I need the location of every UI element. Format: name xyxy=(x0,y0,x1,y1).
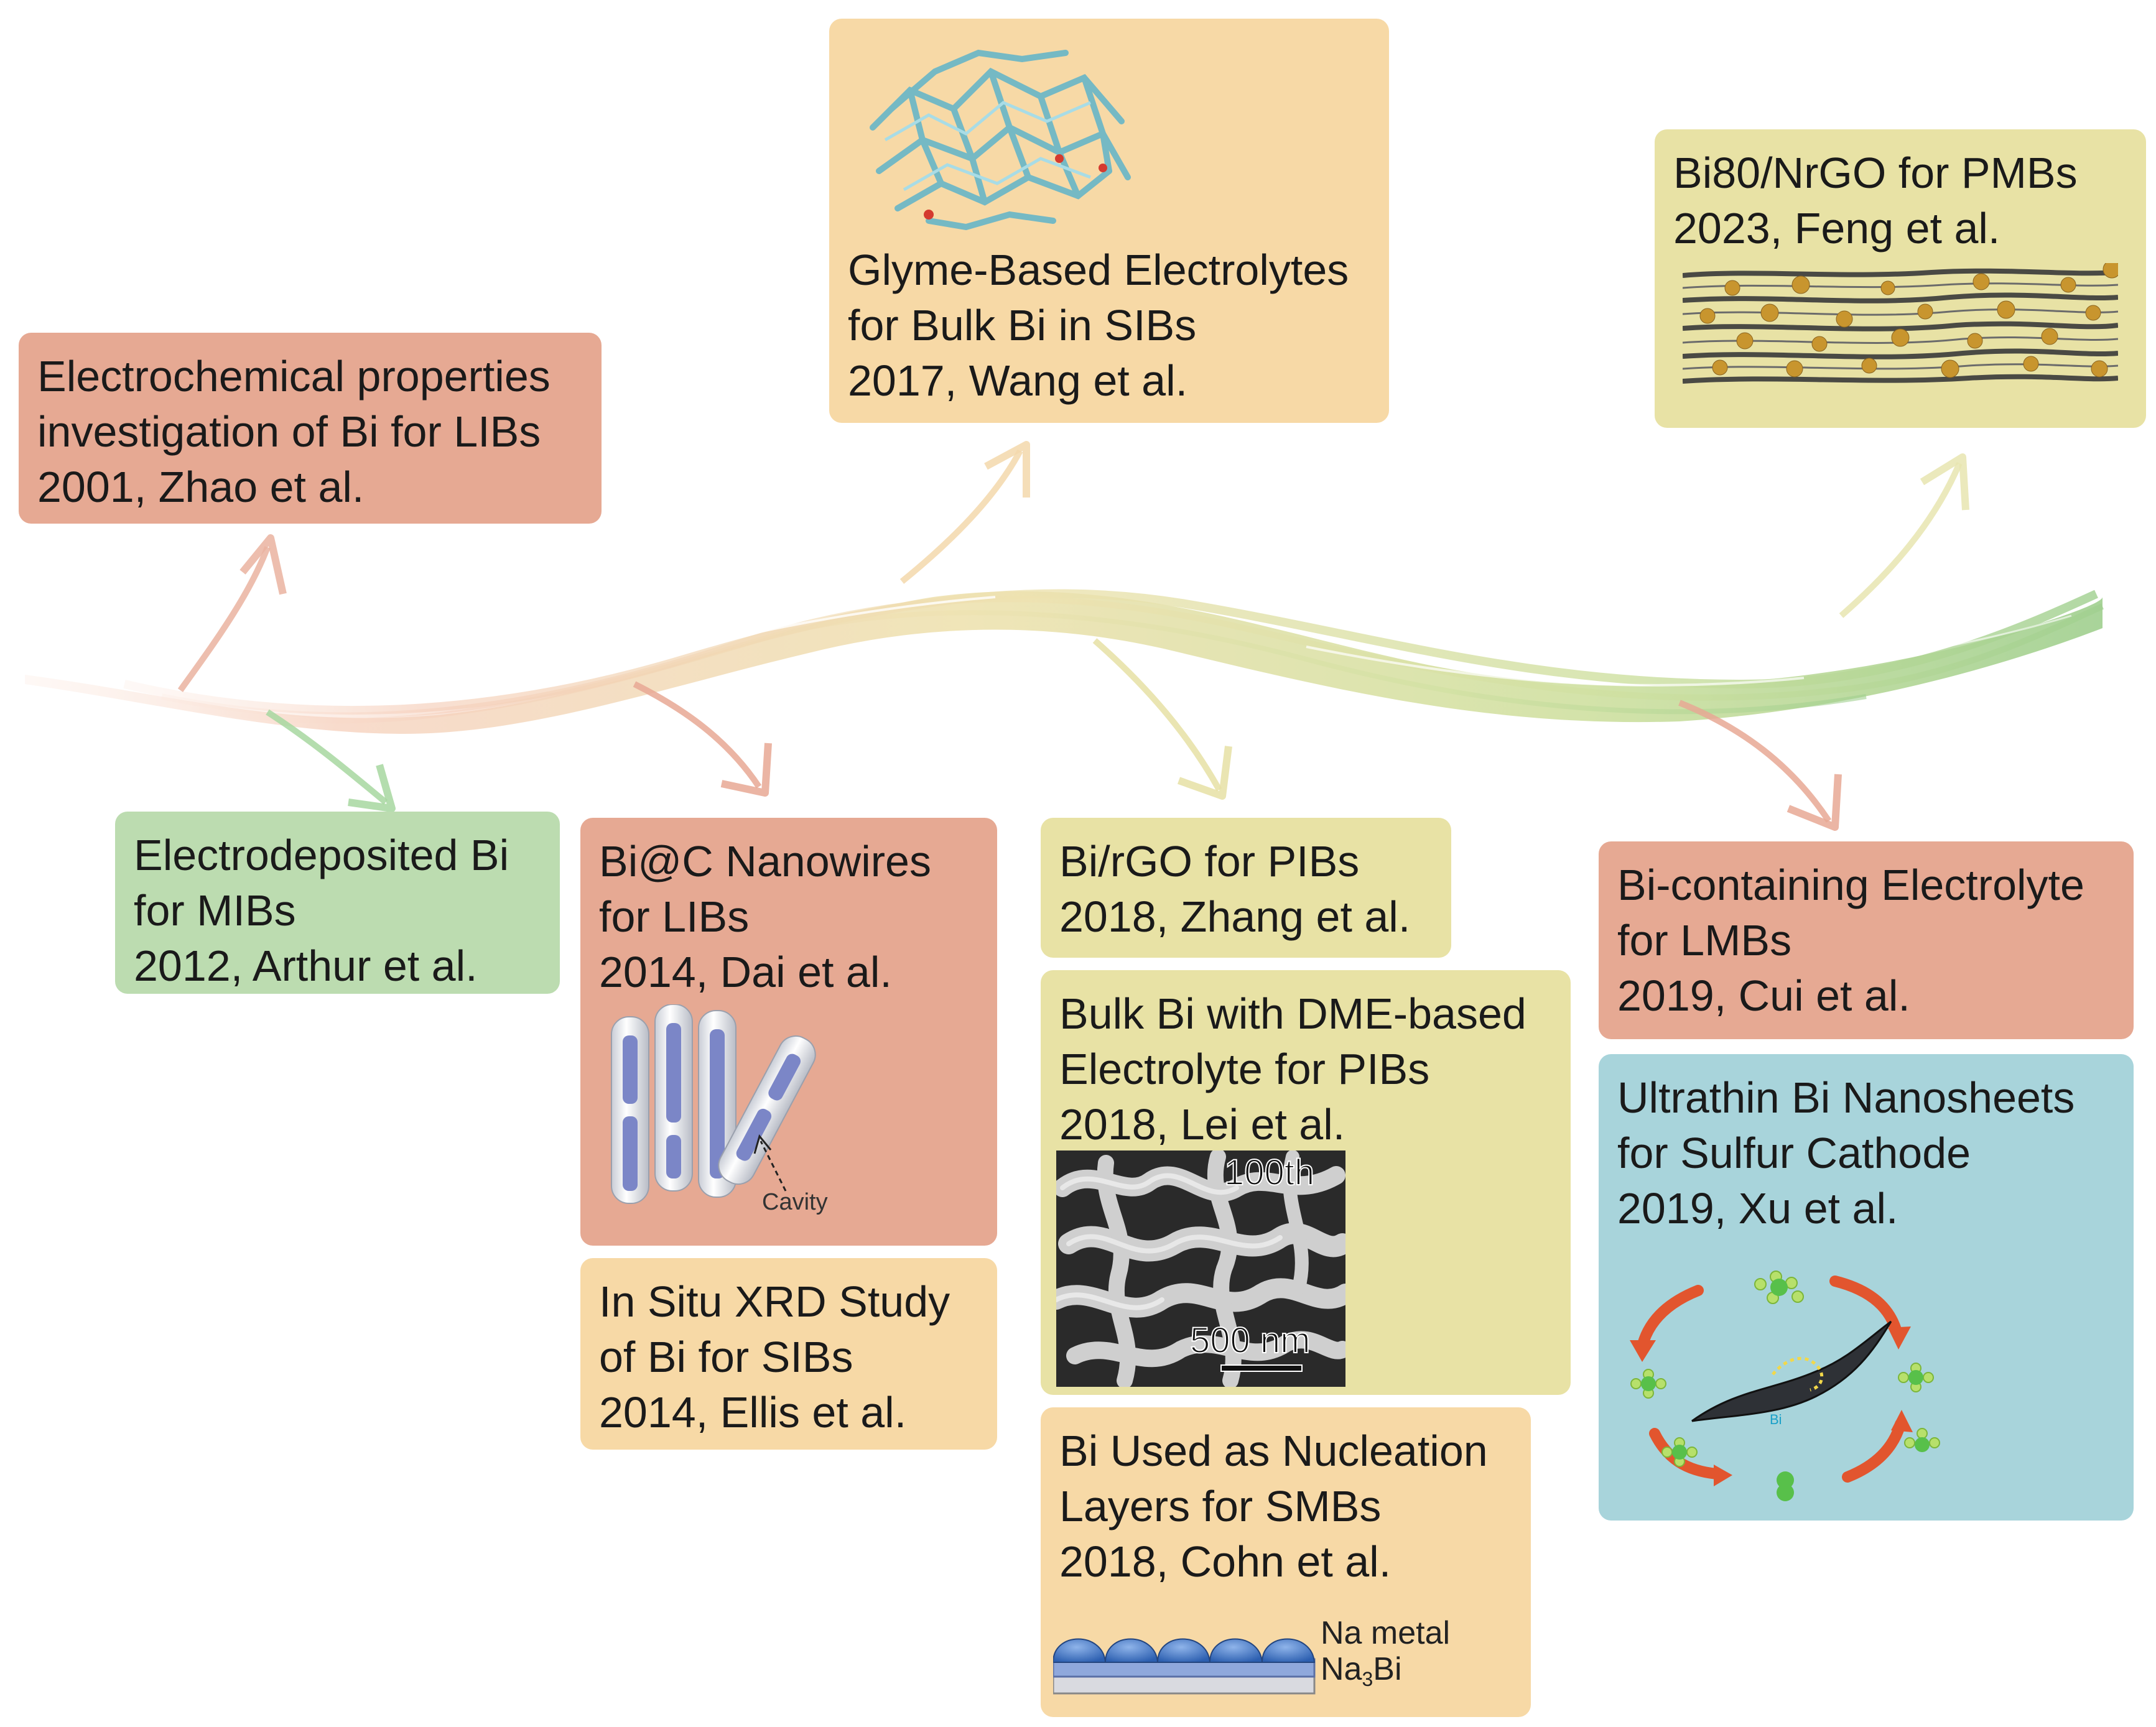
card-line: Bi-containing Electrolyte xyxy=(1617,861,2084,909)
arrow-arthur xyxy=(266,709,396,812)
layered-graphene-illustration xyxy=(1683,263,2118,384)
card-cohn-2018: Bi Used as Nucleation Layers for SMBs 20… xyxy=(1041,1407,1531,1717)
card-line: for LMBs xyxy=(1617,916,1792,965)
card-line: 2018, Cohn et al. xyxy=(1059,1537,1392,1586)
card-line: Bi@C Nanowires xyxy=(599,837,931,886)
card-line: 2023, Feng et al. xyxy=(1673,204,2000,252)
card-line: 2019, Xu et al. xyxy=(1617,1184,1898,1233)
sem-image: 100th 500 nm xyxy=(1056,1151,1345,1387)
card-line: for Bulk Bi in SIBs xyxy=(848,301,1197,350)
card-wang-2017: Glyme-Based Electrolytes for Bulk Bi in … xyxy=(829,19,1389,423)
card-line: 2014, Ellis et al. xyxy=(599,1388,907,1437)
card-line: Bi80/NrGO for PMBs xyxy=(1673,149,2078,197)
card-line: Bi/rGO for PIBs xyxy=(1059,837,1360,886)
sem-top-label: 100th xyxy=(1224,1152,1314,1193)
card-line: Layers for SMBs xyxy=(1059,1482,1382,1530)
nucleation-layer-illustration: Na metal Na3Bi xyxy=(1053,1615,1450,1695)
card-line: 2012, Arthur et al. xyxy=(134,942,478,990)
card-line: 2017, Wang et al. xyxy=(848,356,1188,405)
nanosheet-cycle-illustration: Bi xyxy=(1630,1271,1940,1501)
na-metal-label: Na metal xyxy=(1321,1615,1450,1651)
card-line: for Sulfur Cathode xyxy=(1617,1129,1971,1177)
card-arthur-2012: Electrodeposited Bi for MIBs 2012, Arthu… xyxy=(115,812,560,994)
cavity-label: Cavity xyxy=(762,1189,828,1215)
card-line: 2001, Zhao et al. xyxy=(37,463,365,511)
card-line: Ultrathin Bi Nanosheets xyxy=(1617,1073,2075,1122)
card-line: of Bi for SIBs xyxy=(599,1333,853,1381)
card-line: 2018, Zhang et al. xyxy=(1059,892,1411,941)
card-xu-2019: Ultrathin Bi Nanosheets for Sulfur Catho… xyxy=(1599,1054,2134,1521)
card-line: 2019, Cui et al. xyxy=(1617,971,1910,1020)
card-line: investigation of Bi for LIBs xyxy=(37,407,541,456)
sem-scale-label: 500 nm xyxy=(1190,1320,1310,1361)
na3bi-label: Na3Bi xyxy=(1321,1651,1402,1690)
card-dai-2014: Bi@C Nanowires for LIBs 2014, Dai et al. xyxy=(580,818,997,1246)
card-line: Electrodeposited Bi xyxy=(134,831,509,879)
card-line: Bi Used as Nucleation xyxy=(1059,1427,1488,1475)
card-feng-2023: Bi80/NrGO for PMBs 2023, Feng et al. xyxy=(1655,129,2146,428)
card-line: for MIBs xyxy=(134,886,296,935)
card-line: 2014, Dai et al. xyxy=(599,948,892,996)
card-line: for LIBs xyxy=(599,892,750,941)
card-line: In Situ XRD Study xyxy=(599,1277,950,1326)
card-line: 2018, Lei et al. xyxy=(1059,1100,1345,1149)
card-line: Bulk Bi with DME-based xyxy=(1059,989,1526,1038)
arrow-cui xyxy=(1678,700,1842,831)
bi-label: Bi xyxy=(1770,1412,1782,1427)
arrow-zhang xyxy=(1092,638,1232,800)
nanowires-illustration: Cavity xyxy=(611,1004,828,1215)
stream-strands xyxy=(25,589,2104,734)
arrow-zhao xyxy=(177,534,287,692)
scale-bar xyxy=(1220,1364,1303,1372)
card-zhao-2001: Electrochemical properties investigation… xyxy=(19,333,602,524)
molecular-network-illustration xyxy=(870,49,1131,231)
arrow-dai xyxy=(633,681,772,797)
card-lei-2018: Bulk Bi with DME-based Electrolyte for P… xyxy=(1041,970,1571,1395)
card-line: Electrochemical properties xyxy=(37,352,551,400)
card-line: Glyme-Based Electrolytes xyxy=(848,246,1349,294)
card-cui-2019: Bi-containing Electrolyte for LMBs 2019,… xyxy=(1599,841,2134,1039)
arrow-feng xyxy=(1839,453,1969,618)
card-ellis-2014: In Situ XRD Study of Bi for SIBs 2014, E… xyxy=(580,1258,997,1450)
card-line: Electrolyte for PIBs xyxy=(1059,1045,1430,1093)
card-zhang-2018: Bi/rGO for PIBs 2018, Zhang et al. xyxy=(1041,818,1451,958)
arrow-wang xyxy=(899,441,1030,584)
